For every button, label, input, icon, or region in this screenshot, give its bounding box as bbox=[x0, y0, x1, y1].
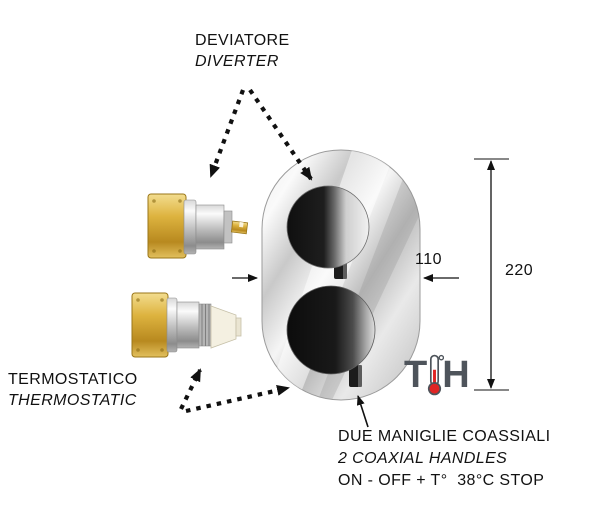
diverter-arrow-to-handle bbox=[248, 88, 313, 181]
handles-label-it: DUE MANIGLIE COASSIALI bbox=[338, 428, 551, 445]
logo-letter-h: H bbox=[442, 354, 470, 396]
gold-flange bbox=[131, 292, 169, 358]
handle-knob bbox=[286, 185, 370, 269]
white-tip bbox=[210, 305, 237, 349]
neck-ring bbox=[223, 210, 233, 244]
thermostatic-handle bbox=[286, 285, 376, 387]
handles-label-en: 2 COAXIAL HANDLES bbox=[338, 450, 508, 467]
chrome-body bbox=[195, 204, 225, 250]
th-logo: T H bbox=[404, 354, 470, 396]
thermostatic-callout-arrows bbox=[179, 368, 290, 414]
thermostatic-arrow-to-cartridge bbox=[179, 368, 202, 410]
gold-flange bbox=[147, 193, 187, 259]
thermometer-icon bbox=[428, 354, 445, 396]
height-dimension bbox=[474, 158, 509, 391]
diverter-label-it: DEVIATORE bbox=[195, 32, 290, 49]
diverter-cartridge bbox=[147, 193, 249, 259]
thermostatic-cartridge bbox=[131, 292, 242, 358]
diverter-label: DEVIATORE DIVERTER bbox=[195, 30, 290, 72]
brass-stem bbox=[230, 220, 249, 235]
diverter-handle bbox=[286, 185, 370, 279]
chrome-collar bbox=[183, 199, 197, 255]
handle-knob bbox=[286, 285, 376, 375]
handle-callout-arrow bbox=[356, 395, 369, 428]
diverter-arrow-to-cartridge bbox=[209, 89, 245, 178]
width-dimension-value: 110 bbox=[415, 251, 443, 268]
diverter-callout-arrows bbox=[209, 88, 313, 181]
handles-label: DUE MANIGLIE COASSIALI 2 COAXIAL HANDLES… bbox=[338, 426, 550, 492]
chrome-body bbox=[176, 301, 200, 349]
thermostatic-label-en: THERMOSTATIC bbox=[8, 392, 137, 409]
logo-letter-t: T bbox=[404, 354, 428, 396]
handles-label-spec: ON - OFF + T° 38°C STOP bbox=[338, 472, 545, 489]
height-dimension-value: 220 bbox=[505, 262, 534, 279]
chrome-collar bbox=[166, 297, 178, 353]
thermostatic-arrow-to-handle bbox=[185, 385, 290, 414]
thermostatic-label-it: TERMOSTATICO bbox=[8, 371, 138, 388]
thermostatic-label: TERMOSTATICO THERMOSTATIC bbox=[8, 369, 138, 411]
diverter-label-en: DIVERTER bbox=[195, 53, 279, 70]
